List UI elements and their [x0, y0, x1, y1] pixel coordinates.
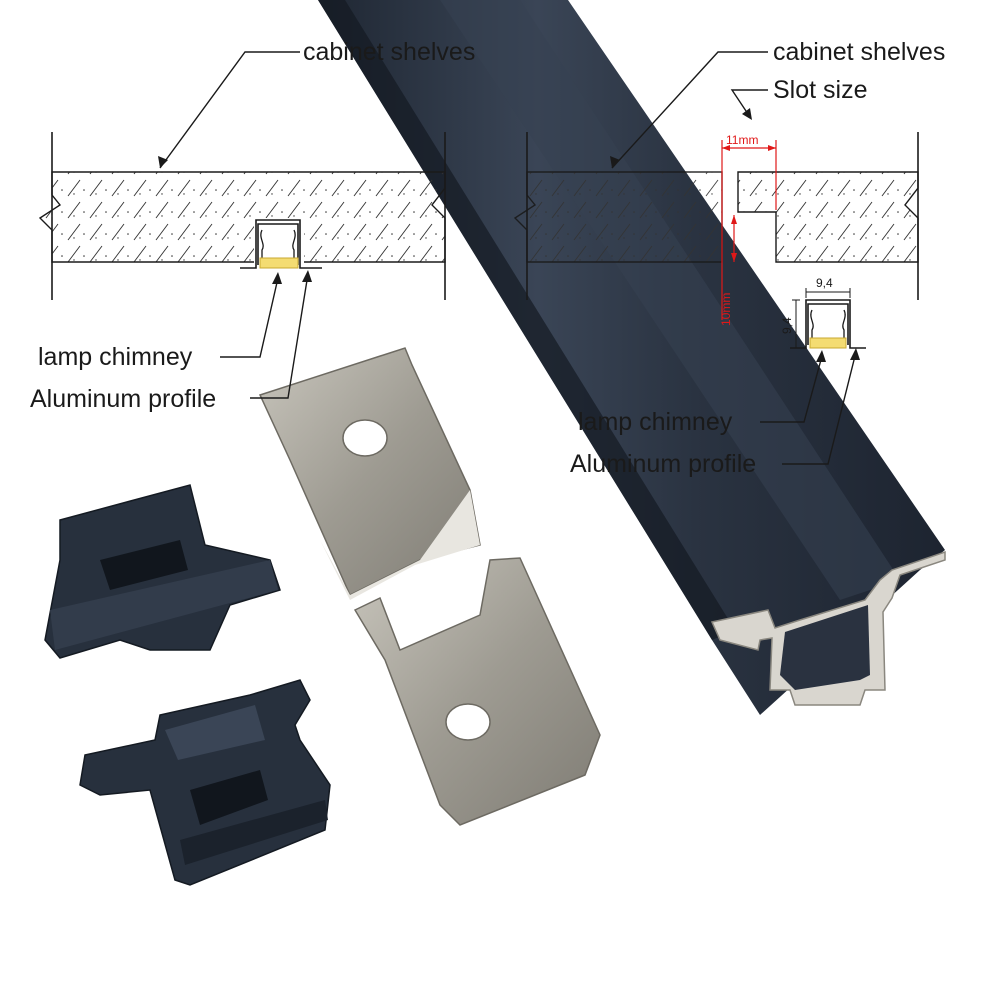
right-chimney-label: lamp chimney: [578, 408, 733, 436]
slot-size-label: Slot size: [773, 76, 867, 104]
left-installation-diagram: [38, 51, 446, 399]
end-cap-top: [44, 484, 281, 659]
left-led-strip: [259, 257, 299, 269]
right-installation-diagram: 11mm 10mm: [513, 51, 919, 465]
right-profile-section: [790, 299, 866, 349]
profile-height-dimension: 9,4: [780, 317, 794, 334]
left-shelf-section: [38, 171, 446, 263]
left-profile-section: [240, 219, 322, 269]
left-profile-label: Aluminum profile: [30, 385, 216, 413]
aluminum-profile-rail: [318, 0, 946, 715]
left-shelf-label: cabinet shelves: [303, 38, 475, 66]
left-chimney-label: lamp chimney: [38, 343, 193, 371]
mounting-clip-top: [258, 347, 481, 600]
right-profile-label: Aluminum profile: [570, 450, 756, 478]
right-led-strip: [809, 337, 847, 349]
mounting-clip-bottom: [353, 557, 601, 826]
slot-width-dimension: 11mm: [726, 133, 758, 147]
right-shelf-section: [513, 171, 723, 263]
right-shelf-label: cabinet shelves: [773, 38, 945, 66]
profile-width-dimension: 9,4: [816, 276, 833, 290]
slot-depth-dimension: 10mm: [719, 293, 733, 326]
end-cap-bottom: [79, 679, 331, 886]
